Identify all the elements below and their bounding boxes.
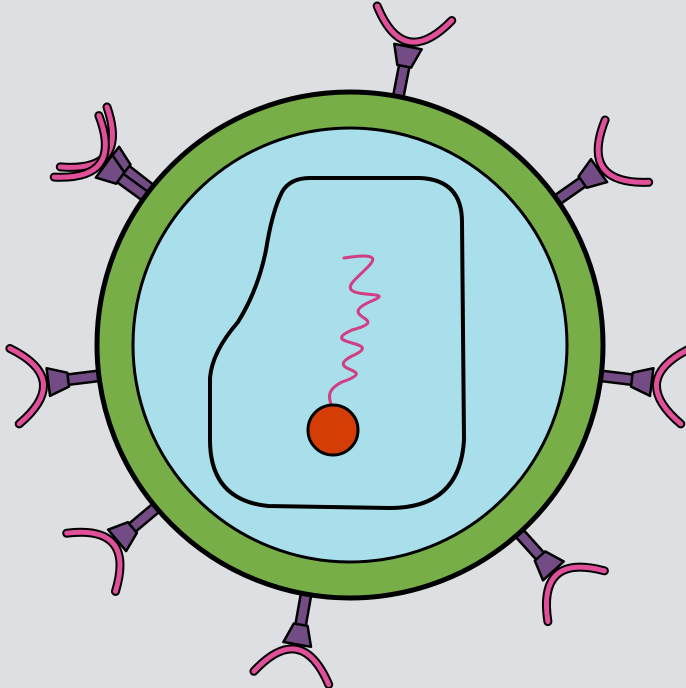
- inner-core: [133, 128, 567, 562]
- nucleus-dot: [308, 405, 358, 455]
